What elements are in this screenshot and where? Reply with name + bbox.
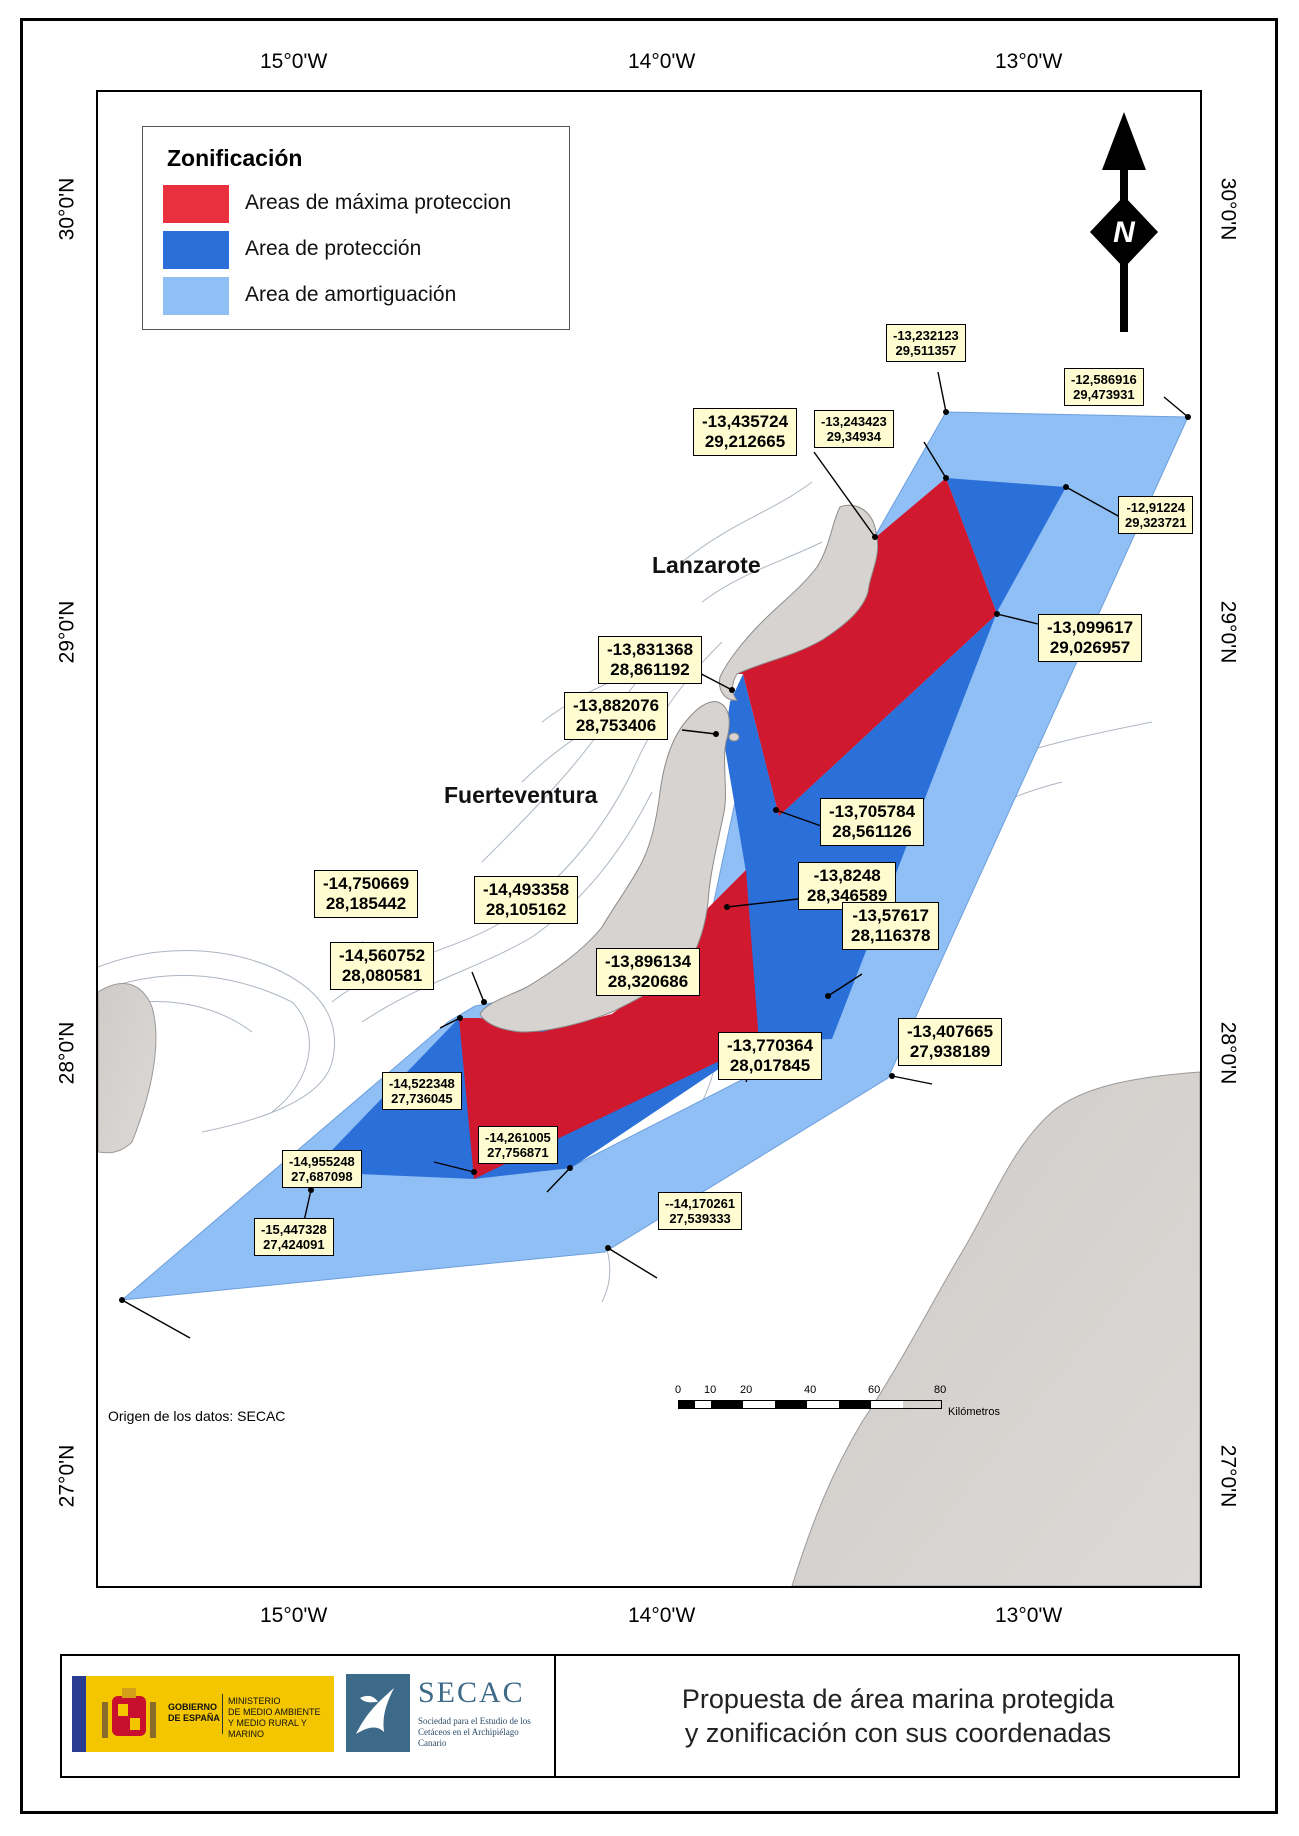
lat-label-right-4: 27°0'N	[1216, 1444, 1240, 1508]
legend-label-prot: Area de protección	[245, 237, 422, 260]
lon-label-top-3: 13°0'W	[995, 50, 1063, 73]
scale-bar: 0 10 20 40 60 80 Kilómetros	[675, 1384, 1058, 1424]
map-title-line2: y zonificación con sus coordenadas	[684, 1718, 1112, 1748]
land-africa	[791, 1071, 1200, 1586]
data-source-note: Origen de los datos: SECAC	[108, 1408, 286, 1424]
scale-tick-40: 40	[804, 1384, 817, 1396]
scale-tick-60: 60	[868, 1384, 881, 1396]
lat-label-right-2: 29°0'N	[1216, 600, 1240, 664]
lon-label-bottom-2: 14°0'W	[628, 1604, 696, 1627]
secac-dolphin-icon	[346, 1674, 410, 1752]
lat-label-right-1: 30°0'N	[1216, 177, 1240, 241]
scale-tick-20: 20	[740, 1384, 753, 1396]
zone-max-upper	[737, 478, 997, 816]
secac-description: Sociedad para el Estudio de los Cetáceos…	[418, 1716, 531, 1748]
scale-tick-10: 10	[704, 1384, 717, 1396]
legend-swatch-prot	[163, 231, 229, 269]
page-frame	[20, 18, 1278, 1814]
legend-item-amort: Area de amortiguación	[163, 277, 563, 315]
land-gran-canaria	[98, 983, 157, 1154]
legend: Zonificación Areas de máxima proteccion …	[142, 126, 570, 330]
scale-tick-80: 80	[934, 1384, 947, 1396]
scale-unit: Kilómetros	[948, 1406, 1000, 1418]
legend-item-max: Areas de máxima proteccion	[163, 185, 563, 223]
scale-bar-segments	[678, 1400, 942, 1409]
eu-flag-bar	[72, 1676, 86, 1752]
ministerio-text: MINISTERIO DE MEDIO AMBIENTE Y MEDIO RUR…	[228, 1696, 321, 1739]
legend-swatch-max	[163, 185, 229, 223]
coat-of-arms-icon	[102, 1688, 156, 1738]
land-lanzarote	[718, 504, 879, 701]
legend-title: Zonificación	[167, 145, 303, 171]
lat-label-left-3: 28°0'N	[55, 1021, 79, 1085]
footer-divider	[554, 1656, 556, 1776]
map-title: Propuesta de área marina protegida y zon…	[556, 1656, 1240, 1776]
legend-swatch-amort	[163, 277, 229, 315]
secac-logo: SECAC Sociedad para el Estudio de los Ce…	[346, 1668, 546, 1760]
gobierno-text: GOBIERNO DE ESPAÑA	[168, 1702, 220, 1723]
secac-name: SECAC	[418, 1676, 525, 1709]
north-arrow	[1090, 112, 1158, 332]
map-canvas[interactable]: Zonificación Areas de máxima proteccion …	[96, 90, 1202, 1588]
land-lobos	[728, 732, 740, 742]
island-name-lanzarote: Lanzarote	[652, 552, 761, 578]
gobierno-logo: GOBIERNO DE ESPAÑA MINISTERIO DE MEDIO A…	[72, 1676, 334, 1752]
north-arrow-letter: N	[1113, 216, 1135, 249]
lon-label-top-2: 14°0'W	[628, 50, 696, 73]
lon-label-bottom-3: 13°0'W	[995, 1604, 1063, 1627]
island-name-fuerteventura: Fuerteventura	[444, 782, 598, 808]
legend-label-max: Areas de máxima proteccion	[245, 191, 512, 214]
lon-label-bottom-1: 15°0'W	[260, 1604, 328, 1627]
lat-label-left-2: 29°0'N	[55, 600, 79, 664]
lon-label-top-1: 15°0'W	[260, 50, 328, 73]
lat-label-right-3: 28°0'N	[1216, 1021, 1240, 1085]
lat-label-left-4: 27°0'N	[55, 1444, 79, 1508]
lat-label-left-1: 30°0'N	[55, 177, 79, 241]
legend-item-prot: Area de protección	[163, 231, 563, 269]
legend-label-amort: Area de amortiguación	[245, 283, 457, 306]
scale-tick-0: 0	[675, 1384, 682, 1396]
zone-max-lower	[459, 870, 759, 1179]
map-title-line1: Propuesta de área marina protegida	[681, 1684, 1115, 1714]
logo-separator	[222, 1694, 223, 1734]
footer: GOBIERNO DE ESPAÑA MINISTERIO DE MEDIO A…	[60, 1654, 1240, 1778]
